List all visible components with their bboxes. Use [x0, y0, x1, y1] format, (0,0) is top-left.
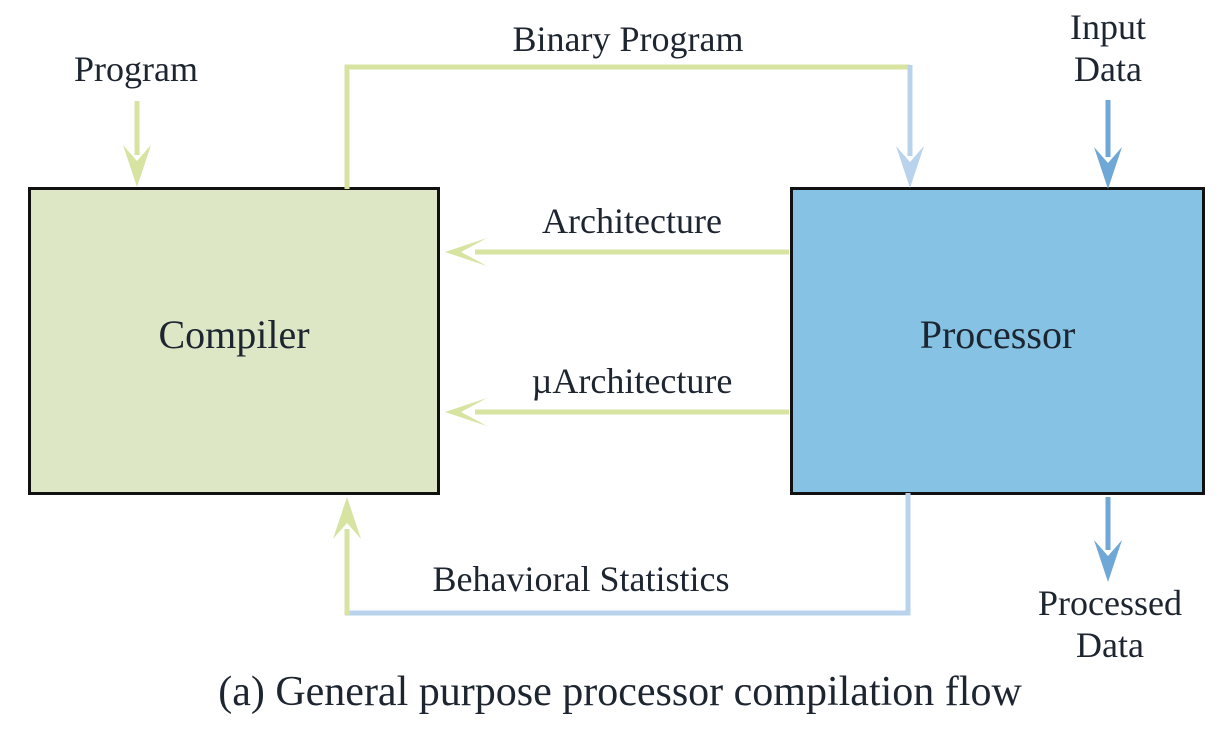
uarchitecture-arrowhead [445, 398, 487, 426]
input-data-label-line2: Data [1074, 49, 1142, 90]
processor-node-label: Processor [919, 311, 1076, 357]
program-arrow [123, 101, 151, 187]
compiler-node: Compiler [28, 187, 440, 495]
binary-program-arrowhead [896, 146, 924, 188]
architecture-arrow [445, 238, 789, 266]
compiler-node-label: Compiler [158, 311, 310, 357]
binary-program-arrow [344, 64, 924, 189]
uarchitecture-label: µArchitecture [531, 361, 733, 401]
input-data-arrowhead [1094, 147, 1122, 189]
processed-data-arrowhead [1094, 540, 1122, 582]
processor-node: Processor [790, 187, 1205, 495]
processed-data-label: Processed Data [1038, 582, 1182, 667]
behavioral-statistics-arrow [333, 493, 911, 616]
uarchitecture-arrow [445, 398, 789, 426]
behavioral-statistics-arrowhead [333, 497, 361, 539]
behavioral-statistics-arrow-blue-segment [345, 493, 911, 616]
processed-data-label-line1: Processed [1038, 583, 1182, 623]
figure-caption: (a) General purpose processor compilatio… [218, 669, 1022, 715]
program-arrowhead [123, 145, 151, 187]
input-data-arrow [1094, 100, 1122, 189]
input-data-label: Input Data [1070, 6, 1146, 91]
input-data-label-line1: Input [1070, 7, 1146, 47]
behavioral-statistics-label: Behavioral Statistics [432, 559, 730, 599]
architecture-arrowhead [445, 238, 487, 266]
processed-data-label-line2: Data [1076, 625, 1144, 666]
binary-program-arrow-green-segment [344, 64, 910, 189]
architecture-label: Architecture [542, 201, 722, 241]
binary-program-label: Binary Program [512, 19, 744, 59]
processed-data-arrow [1094, 497, 1122, 582]
program-label: Program [74, 49, 198, 89]
